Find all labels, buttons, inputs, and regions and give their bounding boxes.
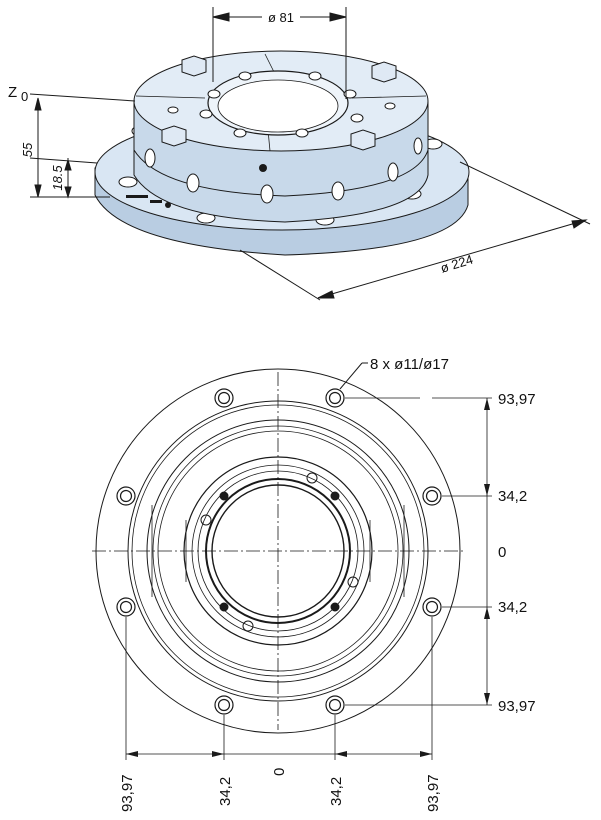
mounting-holes — [116, 388, 442, 715]
dim-lines-right — [345, 397, 492, 706]
flange-outline — [95, 368, 461, 734]
dim-outer-diameter — [239, 161, 591, 301]
ring-3 — [157, 430, 399, 672]
svg-text:93,97: 93,97 — [425, 774, 442, 812]
dim-heights — [29, 97, 110, 199]
hub-ring-2 — [197, 470, 359, 632]
body-outline — [127, 400, 429, 702]
engraving — [126, 195, 171, 208]
dim-bore-diameter — [212, 7, 347, 99]
body-band — [133, 149, 429, 197]
right-dim-labels: 93,97 34,2 0 34,2 93,97 — [498, 391, 536, 715]
svg-text:34,2: 34,2 — [328, 777, 345, 806]
plan-view — [92, 362, 492, 760]
label-height-flange: 18.5 — [50, 165, 65, 191]
bore-outer — [205, 478, 351, 624]
svg-text:0: 0 — [271, 768, 288, 776]
body-step — [131, 404, 425, 698]
svg-text:93,97: 93,97 — [498, 698, 536, 715]
label-bore-diameter: ø 81 — [268, 10, 294, 25]
svg-text:34,2: 34,2 — [498, 488, 527, 505]
hub-outer — [183, 456, 373, 646]
hub-ring — [191, 464, 365, 638]
clamping-blocks — [161, 55, 397, 151]
index-dot — [259, 164, 267, 172]
svg-text:0: 0 — [21, 89, 28, 104]
central-bore-inner — [217, 79, 339, 133]
bore-inner — [211, 484, 345, 618]
plate-segment-lines — [135, 53, 427, 152]
svg-text:Z: Z — [8, 84, 17, 101]
isometric-view: ø 81 Z 0 55 18.5 ø 224 — [8, 7, 591, 301]
callout-leader — [339, 362, 363, 390]
svg-text:93,97: 93,97 — [119, 774, 136, 812]
label-height-total: 55 — [20, 142, 35, 157]
body-side-holes — [144, 137, 423, 204]
hole-callout: 8 x ø11/ø17 — [370, 356, 449, 373]
ring-2 — [152, 425, 404, 677]
top-plate-holes — [167, 71, 396, 138]
datum-z0: Z 0 — [8, 84, 136, 104]
dim-lines-bottom — [125, 617, 433, 760]
svg-text:93,97: 93,97 — [498, 391, 536, 408]
svg-text:34,2: 34,2 — [498, 599, 527, 616]
ring-1 — [146, 419, 410, 683]
hub-holes — [200, 472, 359, 632]
bottom-dim-labels: 93,97 34,2 0 34,2 93,97 — [119, 768, 442, 812]
svg-text:34,2: 34,2 — [217, 777, 234, 806]
label-outer-diameter: ø 224 — [439, 252, 475, 276]
svg-text:0: 0 — [498, 544, 506, 561]
